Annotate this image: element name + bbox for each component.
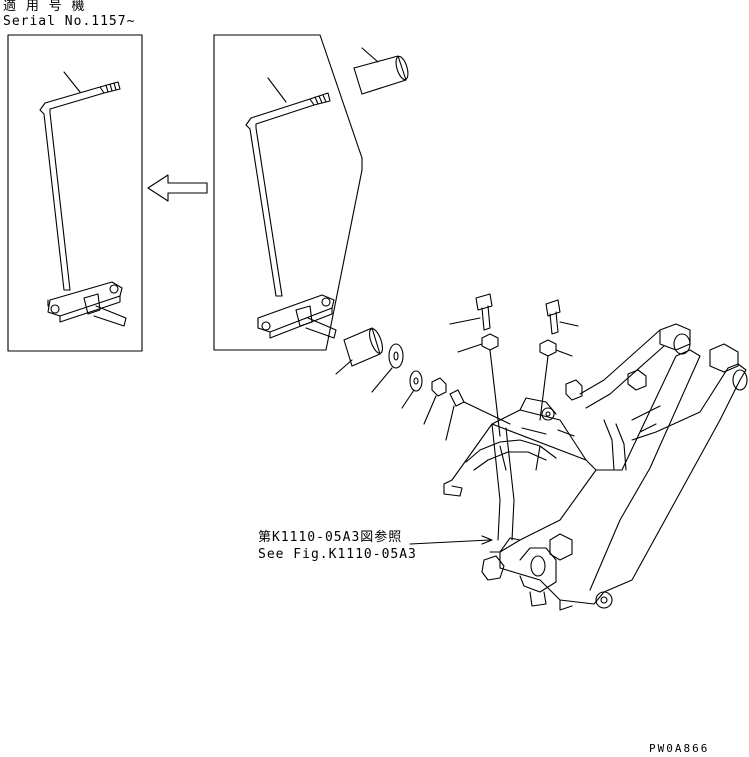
variant-box xyxy=(7,34,143,352)
drawing-code-label: PW0A866 xyxy=(649,742,710,755)
bolt-right xyxy=(545,299,579,335)
nut xyxy=(423,377,447,425)
grip-sleeve xyxy=(353,47,409,95)
pin xyxy=(445,389,511,441)
washer-small xyxy=(401,370,423,409)
bolt-left xyxy=(449,293,493,331)
arrow-left-icon xyxy=(147,174,208,202)
lever-variant xyxy=(39,71,127,327)
pedal-bracket xyxy=(443,397,597,553)
lever xyxy=(245,77,337,339)
figure-reference-label: See Fig.K1110-05A3 xyxy=(258,547,417,562)
applicable-serial-jp-label: 適 用 号 機 xyxy=(3,0,86,14)
nut-right xyxy=(539,339,573,421)
washer-large xyxy=(371,343,404,393)
frame-arm xyxy=(499,323,748,609)
bushing xyxy=(335,327,384,375)
nut-left xyxy=(457,333,501,437)
reference-leader xyxy=(409,535,493,545)
standard-box xyxy=(213,34,363,351)
applicable-serial-label: Serial No.1157~ xyxy=(3,14,136,29)
figure-reference-jp-label: 第K1110-05A3図参照 xyxy=(258,530,403,545)
lower-bracket xyxy=(481,423,573,611)
